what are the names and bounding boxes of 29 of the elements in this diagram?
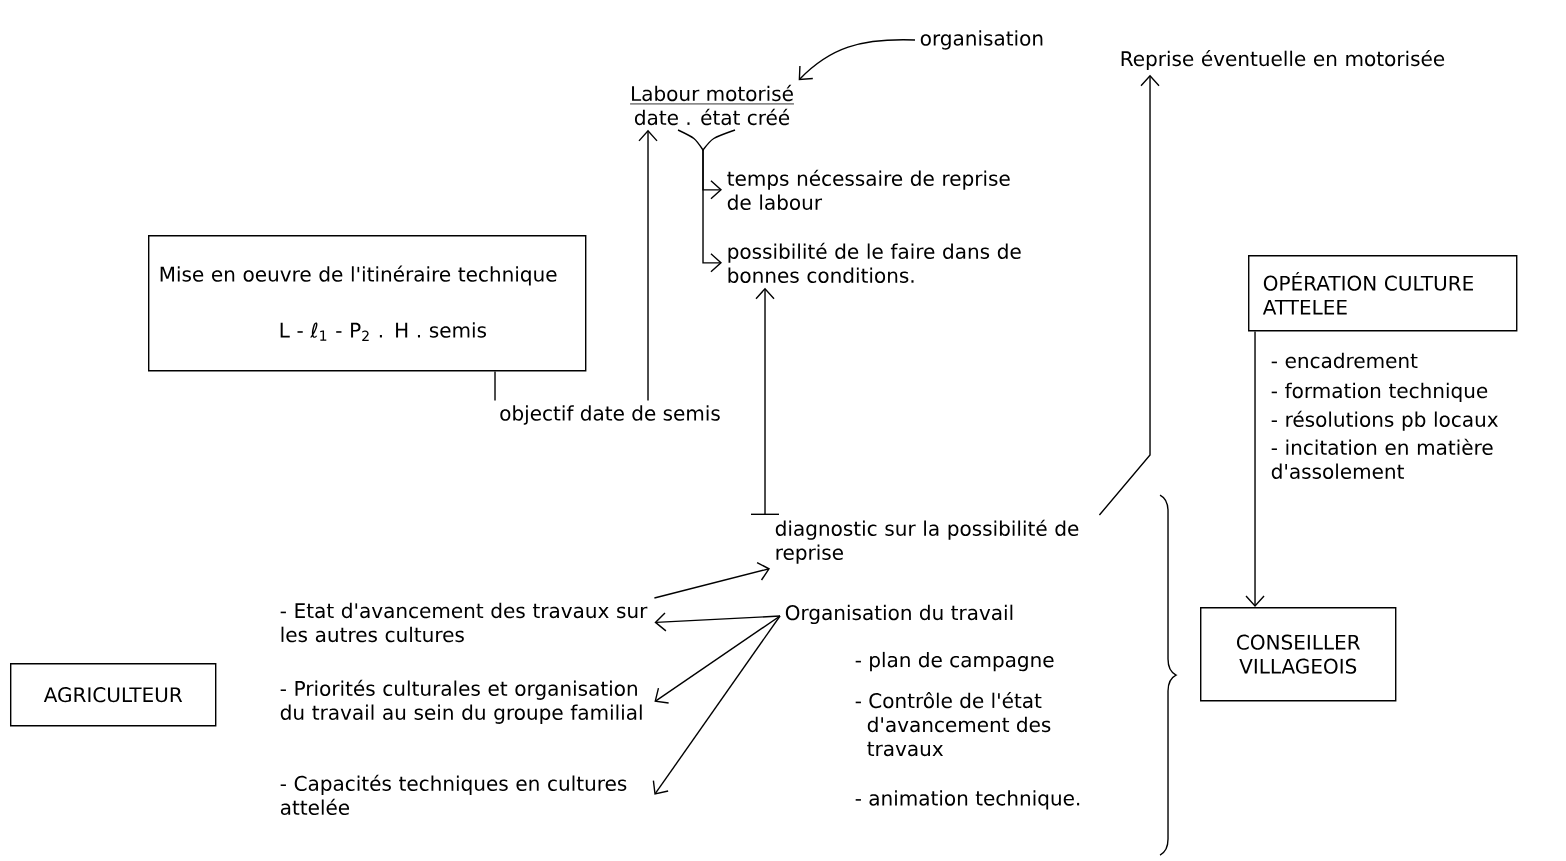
arrow (638, 129, 658, 402)
arrow (1098, 74, 1160, 516)
list-item: - incitation en matière d'assolement (1271, 438, 1493, 479)
text-label: organisation (920, 30, 1043, 50)
list-item: - encadrement (1271, 352, 1418, 369)
arrow (654, 615, 781, 704)
list-item: - formation technique (1271, 382, 1488, 403)
arrow (702, 149, 722, 273)
process-box: CONSEILLER VILLAGEOIS (1200, 607, 1397, 702)
arrow (750, 287, 780, 515)
list-item: - Priorités culturales et organisation du travail au sein du groupe familial (280, 679, 642, 724)
list-item: - résolutions pb locaux (1271, 410, 1498, 431)
text-label: temps nécessaire de reprise de labour (727, 169, 1010, 210)
text-label: possibilité de le faire dans de bonnes conditions. (728, 242, 1021, 283)
list-item: - Capacités techniques en cultures attelée (280, 774, 627, 815)
text-label: objectif date de semis (500, 405, 720, 425)
arrow (1245, 330, 1265, 607)
text-label: Labour motorisé date . état créé (629, 84, 795, 126)
process-box: AGRICULTEUR (10, 663, 217, 727)
process-box: Mise en oeuvre de l'itinéraire technique L - ℓ$_{1}$ - P$_{2}$ . H . semis (148, 235, 587, 372)
arrow (798, 39, 916, 81)
arrow (652, 615, 781, 795)
text-label: Organisation du travail - plan de campagne - Contrôle de l'état d'avancement des travaux - animation technique. (785, 604, 1080, 810)
process-box: OPÉRATION CULTURE ATTELEE (1248, 255, 1518, 332)
arrow (653, 561, 770, 599)
text-label: Reprise éventuelle en motorisée (1121, 49, 1445, 71)
text-label: diagnostic sur la possibilité de reprise (775, 519, 1079, 564)
arrow (654, 612, 781, 632)
list-item: - Etat d'avancement des travaux sur les autres cultures (280, 602, 648, 643)
